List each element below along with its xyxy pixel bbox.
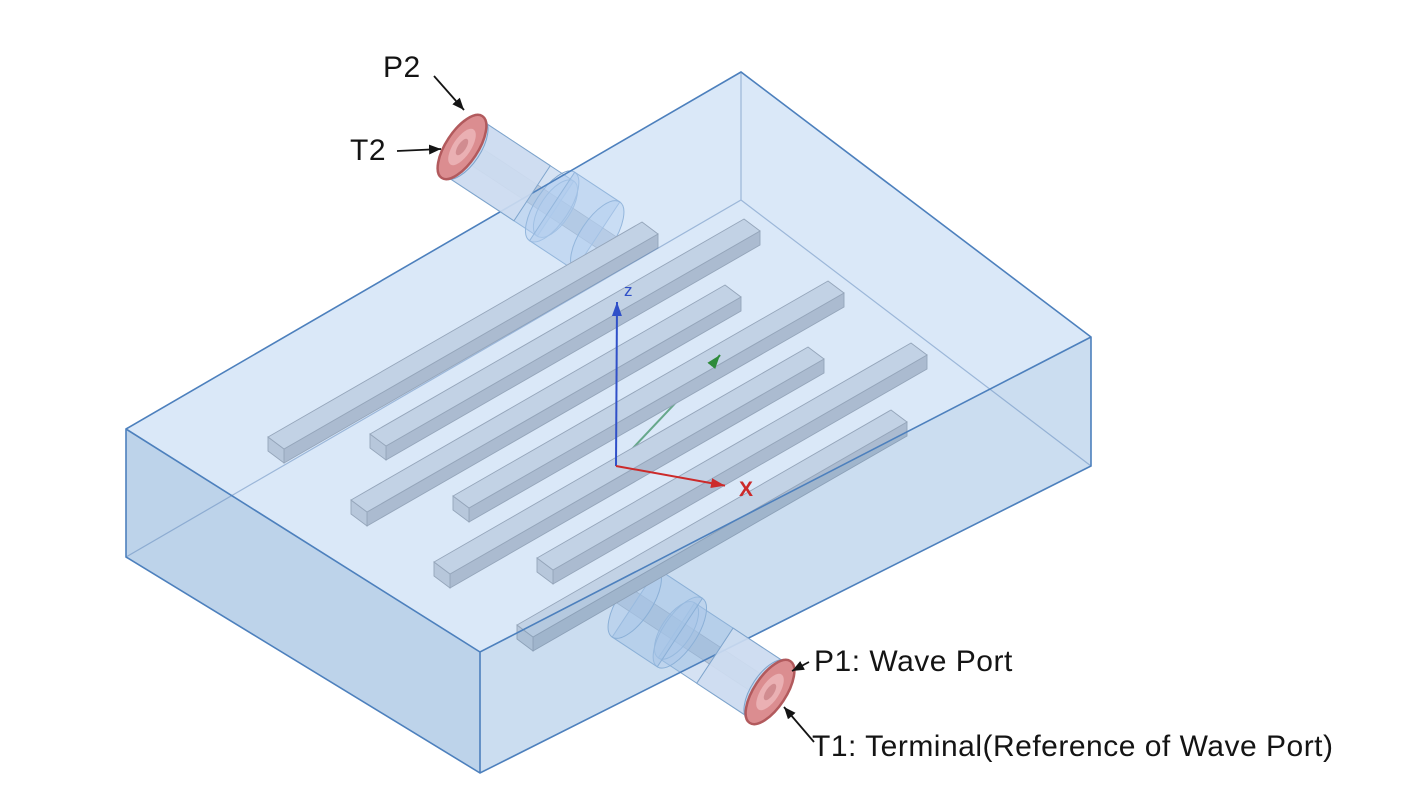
- box-left-face[interactable]: [126, 429, 480, 773]
- bar-top-face[interactable]: [267, 221, 659, 450]
- resonator-bar-1[interactable]: [267, 221, 659, 464]
- t2-annotation: T2: [350, 134, 386, 167]
- bar-top-face[interactable]: [452, 280, 845, 509]
- resonator-bar-5[interactable]: [433, 346, 825, 589]
- wave-port-1[interactable]: [695, 625, 804, 732]
- wave-port-2[interactable]: [428, 107, 552, 224]
- resonator-bar-6[interactable]: [536, 342, 928, 585]
- terminal2-pin[interactable]: [453, 137, 470, 157]
- coordinate-axes: z X: [611, 281, 753, 501]
- bar-top-face[interactable]: [350, 284, 742, 513]
- coax2-sleeve[interactable]: [528, 171, 621, 272]
- box-top-face[interactable]: [126, 72, 1091, 652]
- x-axis-label: X: [739, 478, 753, 501]
- box-edges: [125, 71, 1092, 774]
- resonator-bar-2[interactable]: [369, 218, 761, 461]
- p1-leader-arrow: [791, 660, 810, 672]
- p2-annotation: P2: [383, 51, 421, 84]
- bar-top-face[interactable]: [433, 346, 825, 575]
- box-right-face[interactable]: [480, 337, 1091, 773]
- t1-leader-arrow: [783, 706, 815, 743]
- resonator-bar-3[interactable]: [350, 284, 742, 527]
- bar-top-face[interactable]: [536, 342, 928, 571]
- t2-leader-arrow: [396, 144, 442, 155]
- t1-annotation: T1: Terminal(Reference of Wave Port): [812, 730, 1334, 763]
- resonator-bar-4[interactable]: [452, 280, 845, 523]
- p1-annotation: P1: Wave Port: [814, 645, 1013, 678]
- y-axis-arrowhead: [707, 354, 721, 370]
- z-axis-label: z: [624, 281, 633, 300]
- p2-leader-arrow: [433, 75, 465, 111]
- z-axis-line: [611, 301, 622, 467]
- x-axis-line: [615, 465, 726, 489]
- annotations: P2 T2 P1: Wave Port T1: Terminal(Referen…: [350, 51, 1334, 763]
- coax1-outer-stub[interactable]: [696, 627, 784, 717]
- bounding-box[interactable]: [125, 71, 1092, 774]
- box-hidden-edges: [125, 72, 1092, 558]
- terminal1-pin[interactable]: [761, 682, 778, 702]
- bar-top-face[interactable]: [369, 218, 761, 447]
